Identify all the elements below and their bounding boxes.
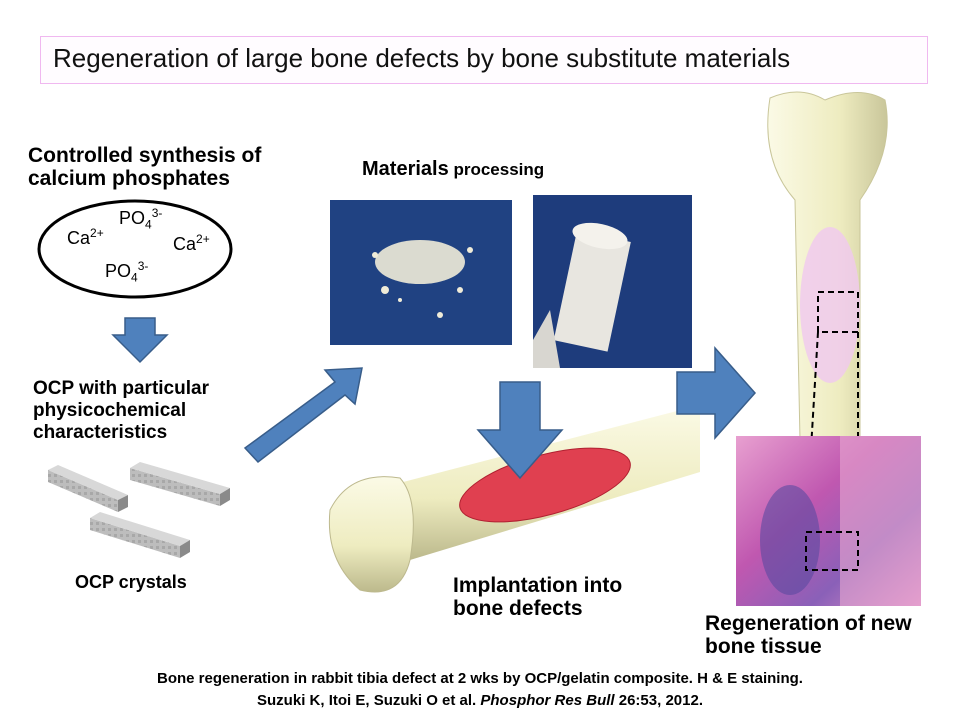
- synthesis-heading-line2: calcium phosphates: [28, 167, 230, 190]
- implant-bone-image: [328, 405, 700, 593]
- ion-po4-1: PO43-: [119, 206, 163, 232]
- ocp-crystals-label: OCP crystals: [75, 572, 187, 592]
- ocp-line1: OCP with particular: [33, 378, 209, 399]
- regenerated-bone-image: [767, 91, 888, 533]
- regeneration-area: [800, 227, 860, 383]
- arrow-down-1: [111, 317, 169, 364]
- processing-label: Materials processing: [362, 158, 545, 180]
- caption-line2: Suzuki K, Itoi E, Suzuki O et al. Phosph…: [257, 692, 703, 709]
- arrow-diagonal: [243, 367, 363, 464]
- synthesis-heading: Controlled synthesis of calcium phosphat…: [28, 144, 261, 190]
- ion-ca-2: Ca2+: [173, 232, 210, 254]
- regeneration-label: Regeneration of new bone tissue: [705, 612, 912, 658]
- ocp-crystals-image: [48, 462, 230, 558]
- powder-photo: [330, 200, 512, 345]
- ion-ca-1: Ca2+: [67, 226, 104, 248]
- slide-title: Regeneration of large bone defects by bo…: [53, 43, 791, 73]
- regeneration-line1: Regeneration of new: [705, 612, 912, 635]
- arrow-down-2: [476, 381, 564, 480]
- ocp-description: OCP with particular physicochemical char…: [33, 378, 209, 444]
- ocp-line3: characteristics: [33, 422, 168, 443]
- arrow-right: [676, 346, 757, 440]
- implantation-line2: bone defects: [453, 597, 583, 620]
- ion-po4-2: PO43-: [105, 259, 149, 285]
- cylinder-photo: [533, 195, 692, 368]
- ocp-line2: physicochemical: [33, 400, 187, 421]
- implantation-line1: Implantation into: [453, 574, 623, 597]
- caption-line1: Bone regeneration in rabbit tibia defect…: [157, 670, 803, 687]
- implantation-label: Implantation into bone defects: [453, 574, 622, 620]
- ion-ellipse: [37, 199, 233, 299]
- histology-image: [736, 436, 921, 606]
- regeneration-line2: bone tissue: [705, 635, 822, 658]
- title-box: Regeneration of large bone defects by bo…: [40, 36, 928, 84]
- synthesis-heading-line1: Controlled synthesis of: [28, 144, 262, 167]
